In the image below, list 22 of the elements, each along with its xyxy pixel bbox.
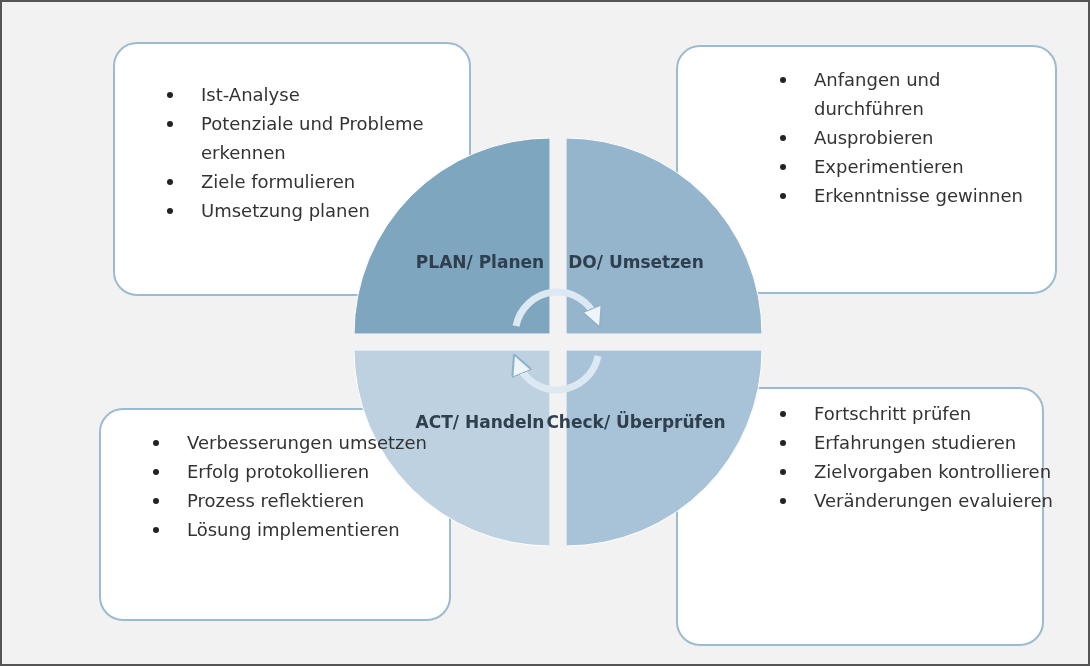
bullet-text: Erfahrungen studieren <box>814 432 1017 453</box>
phase-label: ACT/ Handeln <box>415 411 545 434</box>
bullet-text: Anfangen und durchführen <box>814 69 941 119</box>
bullet-text: Fortschritt prüfen <box>814 403 972 424</box>
phase-label: Check/ Überprüfen <box>546 410 726 434</box>
bullet-text: Potenziale und Probleme erkennen <box>201 113 424 163</box>
bullet-text: Umsetzung planen <box>201 200 370 221</box>
bullet-text: Veränderungen evaluieren <box>814 490 1053 511</box>
bullet-text: Prozess reflektieren <box>187 490 365 511</box>
bullet-text: Verbesserungen umsetzen <box>187 432 427 453</box>
cycle-arrow <box>512 288 602 329</box>
phase-label: PLAN/ Planen <box>415 251 545 274</box>
bullet-text: Ausprobieren <box>814 127 934 148</box>
phase-label: DO/ Umsetzen <box>568 251 704 274</box>
bullet-text: Experimentieren <box>814 156 964 177</box>
bullet-text: Ist-Analyse <box>201 84 300 105</box>
bullet-text: Zielvorgaben kontrollieren <box>814 461 1052 482</box>
bullet-text: Ziele formulieren <box>201 171 356 192</box>
cycle-arrow <box>512 353 602 394</box>
bullet-text: Lösung implementieren <box>187 519 400 540</box>
bullet-text: Erkenntnisse gewinnen <box>814 185 1023 206</box>
bullet-text: Erfolg protokollieren <box>187 461 370 482</box>
